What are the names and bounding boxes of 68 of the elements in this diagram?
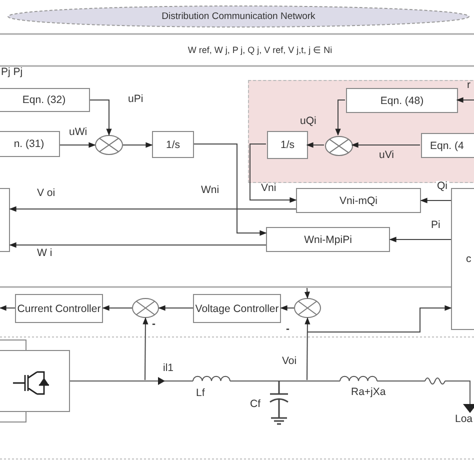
arrow: [250, 144, 297, 203]
part-label: Cf: [249, 399, 262, 410]
block-label: Wni-MpiPi: [304, 234, 352, 246]
block-box: [152, 131, 194, 158]
block-label: Eqn. (48): [380, 94, 424, 106]
edge-label: uVi: [378, 150, 395, 161]
sign-label: -: [151, 319, 156, 330]
arrow: [60, 142, 96, 148]
part-label: r: [466, 80, 472, 91]
block-label: c: [466, 253, 472, 265]
edge-label: Vni: [260, 183, 278, 194]
block-box: [0, 350, 70, 412]
edge-label: Qi: [436, 181, 448, 192]
edge-label: Wni: [200, 185, 220, 196]
block-box: [266, 227, 390, 252]
edge-label: uPi: [127, 94, 144, 105]
arrow: [90, 100, 112, 136]
block-label: n. (31): [14, 138, 44, 150]
arrow: [102, 305, 132, 311]
edge-label: V oi: [36, 188, 56, 199]
network-title: Distribution Communication Network: [162, 10, 316, 22]
block-label: Vni-mQi: [340, 194, 378, 206]
arrow: [142, 317, 148, 380]
arrow: [306, 305, 452, 332]
arrow: [122, 142, 153, 148]
edge-label: uQi: [299, 116, 318, 127]
arrow: [389, 236, 452, 242]
block-box: [296, 188, 421, 213]
block-box: [193, 294, 281, 323]
edge-label: W i: [36, 248, 54, 259]
controller-box: [451, 188, 474, 330]
block-box: [346, 88, 458, 113]
edge-label: Pi: [430, 220, 442, 231]
arrow: [9, 242, 266, 248]
arrow: [335, 100, 346, 136]
arrow: [158, 305, 194, 311]
arrow: [0, 305, 16, 311]
part-label: Pj Pj: [0, 67, 24, 78]
block-box: [0, 88, 90, 112]
part-label: Loa: [454, 414, 474, 425]
arrow: [194, 144, 267, 236]
part-label: Voi: [281, 356, 298, 367]
arrow: [306, 142, 324, 148]
block-box: [267, 131, 308, 159]
block-label: 1/s: [166, 138, 180, 150]
sign-label: -: [285, 324, 290, 335]
block-box: [15, 294, 103, 323]
block-label: Current Controller: [17, 302, 101, 314]
part-label: il1: [162, 363, 175, 374]
block-label: Eqn. (32): [22, 94, 66, 106]
block-box: [0, 131, 60, 157]
arrow: [304, 317, 310, 380]
variable-list: W ref, W j, P j, Q j, V ref, V j,t, j ∈ Ni: [186, 45, 334, 56]
block-box: [0, 188, 10, 252]
arrow: [304, 288, 310, 299]
block-label: Eqn. (4: [430, 140, 464, 152]
arrow: [351, 142, 420, 148]
block-label: Voltage Controller: [195, 302, 279, 314]
arrow: [420, 198, 452, 204]
block-label: 1/s: [280, 139, 294, 151]
arrow: [456, 97, 474, 103]
highlight-region: [248, 80, 474, 183]
edge-label: uWi: [68, 127, 88, 138]
part-label: Lf: [195, 388, 206, 399]
arrow: [280, 305, 294, 311]
part-label: Ra+jXa: [350, 387, 387, 398]
block-box: [421, 133, 474, 158]
arrow: [9, 206, 296, 212]
